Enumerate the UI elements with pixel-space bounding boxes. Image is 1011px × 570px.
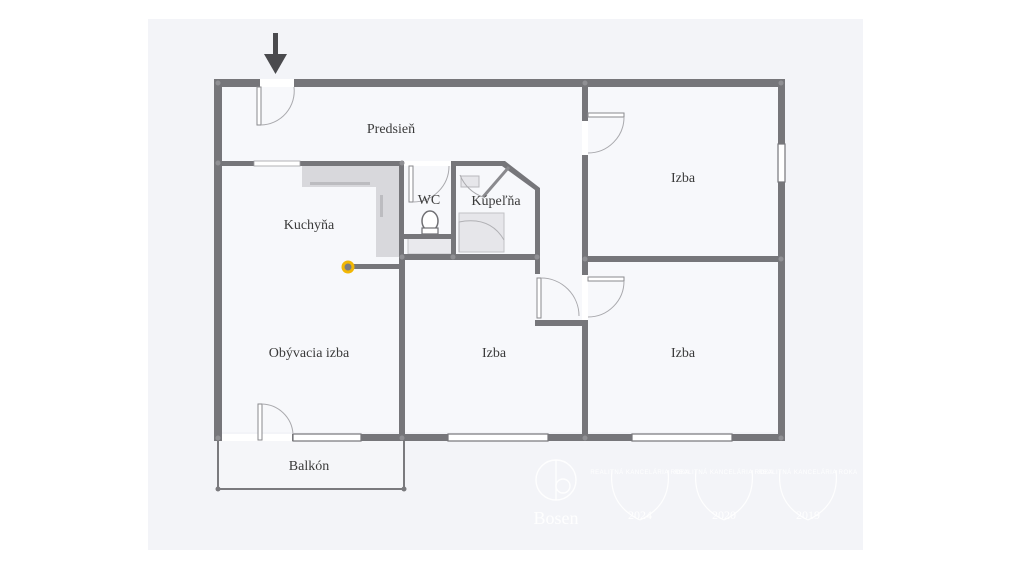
award-badge: REALITNÁ KANCELÁRIA ROKA 2019 xyxy=(758,469,857,522)
down-arrow-icon xyxy=(264,33,287,74)
award-title: REALITNÁ KANCELÁRIA ROKA xyxy=(758,469,857,476)
window-living xyxy=(292,433,362,442)
award-badge: REALITNÁ KANCELÁRIA ROKA 2024 xyxy=(590,469,689,522)
label-room-middle: Izba xyxy=(482,346,507,361)
label-hallway: Predsieň xyxy=(367,122,415,137)
label-bathroom: Kúpeľňa xyxy=(471,194,521,209)
doors xyxy=(222,79,625,441)
opening-kitchen xyxy=(253,160,301,167)
label-wc: WC xyxy=(418,193,441,208)
award-year: 2020 xyxy=(712,508,736,522)
window-middle xyxy=(447,433,549,442)
award-title: REALITNÁ KANCELÁRIA ROKA xyxy=(590,469,689,476)
location-dot-icon xyxy=(341,260,355,274)
label-room-bottom-right: Izba xyxy=(671,346,696,361)
kitchen-counter xyxy=(302,165,400,257)
label-room-top-right: Izba xyxy=(671,171,696,186)
award-badge: REALITNÁ KANCELÁRIA ROKA 2020 xyxy=(674,469,773,522)
room-labels: Predsieň Kuchyňa WC Kúpeľňa Izba Obývaci… xyxy=(269,122,696,474)
balcony-outline xyxy=(215,441,407,492)
brand-name: Bosen xyxy=(534,508,579,528)
toilet-icon xyxy=(421,210,439,235)
award-year: 2019 xyxy=(796,508,820,522)
award-year: 2024 xyxy=(628,508,652,522)
brand-logo xyxy=(535,459,577,501)
room-floors xyxy=(218,86,780,490)
award-title: REALITNÁ KANCELÁRIA ROKA xyxy=(674,469,773,476)
label-balcony: Balkón xyxy=(289,459,329,474)
wall-joints xyxy=(215,80,784,441)
label-kitchen: Kuchyňa xyxy=(284,218,335,233)
windows xyxy=(253,143,786,442)
watermark: Bosen REALITNÁ KANCELÁRIA ROKA 2024 REAL… xyxy=(534,459,857,528)
label-living-room: Obývacia izba xyxy=(269,346,350,361)
window-top-right xyxy=(777,143,786,183)
window-bottom-right xyxy=(631,433,733,442)
